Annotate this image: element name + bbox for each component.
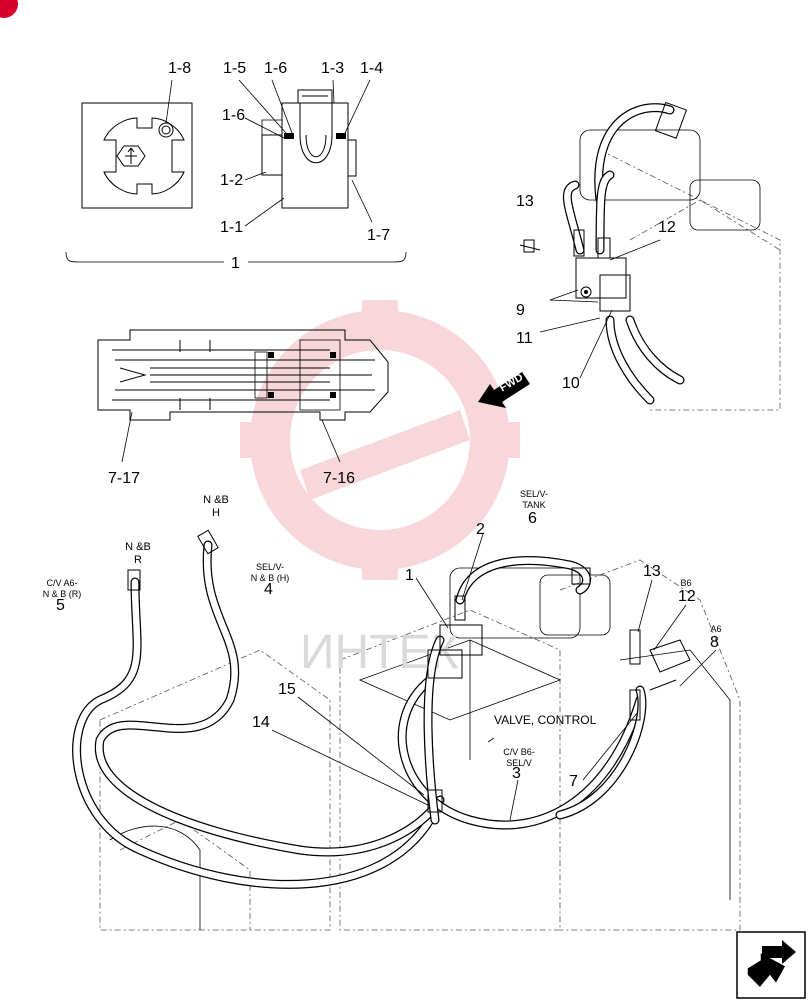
hose-captions: C/V A6-N & B (R) SEL/V-N & B (H) SEL/V-TAN… — [43, 489, 722, 768]
label-7-16: 7-16 — [323, 470, 355, 487]
label-1: 1 — [231, 255, 240, 272]
label-1-6: 1-6 — [222, 107, 245, 124]
hose-5-number: 5 — [56, 597, 65, 614]
gear-watermark-icon — [240, 300, 520, 580]
hose-13-number: 13 — [643, 563, 661, 580]
label-1-7: 1-7 — [367, 227, 390, 244]
hose-3-caption: C/V B6-SEL/V — [503, 747, 535, 768]
fitting-detail — [65, 79, 407, 263]
label-1-8: 1-8 — [168, 60, 191, 77]
label-1-3: 1-3 — [321, 60, 344, 77]
label-11: 11 — [516, 330, 533, 347]
next-page-arrow-icon — [746, 950, 788, 990]
label-2: 2 — [476, 521, 485, 538]
label-15: 15 — [278, 681, 296, 698]
hose-5-caption: C/V A6-N & B (R) — [43, 578, 82, 599]
coupling-section — [97, 329, 389, 463]
label-7: 7 — [569, 773, 578, 790]
label-10: 10 — [562, 375, 580, 392]
hose-3-number: 3 — [512, 765, 521, 782]
label-14: 14 — [252, 714, 270, 731]
label-1-6-top: 1-6 — [264, 60, 287, 77]
label-1-1: 1-1 — [220, 219, 243, 236]
hose-6-number: 6 — [528, 510, 537, 527]
hose-8-caption: A6 — [710, 624, 721, 634]
hose-4-number: 4 — [264, 581, 273, 598]
hose-12-number: 12 — [678, 588, 696, 605]
label-1-5: 1-5 — [223, 60, 246, 77]
corner-badge-icon — [0, 0, 18, 18]
next-page-button[interactable] — [736, 931, 806, 999]
label-1-main: 1 — [405, 567, 414, 584]
label-1-2: 1-2 — [220, 172, 243, 189]
selector-valve-assembly — [519, 101, 688, 405]
main-hose-routing — [72, 529, 717, 889]
label-7-17: 7-17 — [108, 470, 140, 487]
label-12-small: 12 — [658, 219, 676, 236]
label-9: 9 — [516, 302, 525, 319]
valve-control-label: VALVE, CONTROL — [494, 713, 597, 727]
hose-6-caption: SEL/V-TANK — [520, 489, 548, 510]
label-1-4: 1-4 — [360, 60, 383, 77]
hose-12-caption: B6 — [680, 578, 691, 588]
fwd-arrow-icon — [478, 372, 530, 408]
hose-8-number: 8 — [710, 634, 719, 651]
label-13-small: 13 — [516, 193, 534, 210]
hose-4-caption: SEL/V-N & B (H) — [251, 562, 290, 583]
